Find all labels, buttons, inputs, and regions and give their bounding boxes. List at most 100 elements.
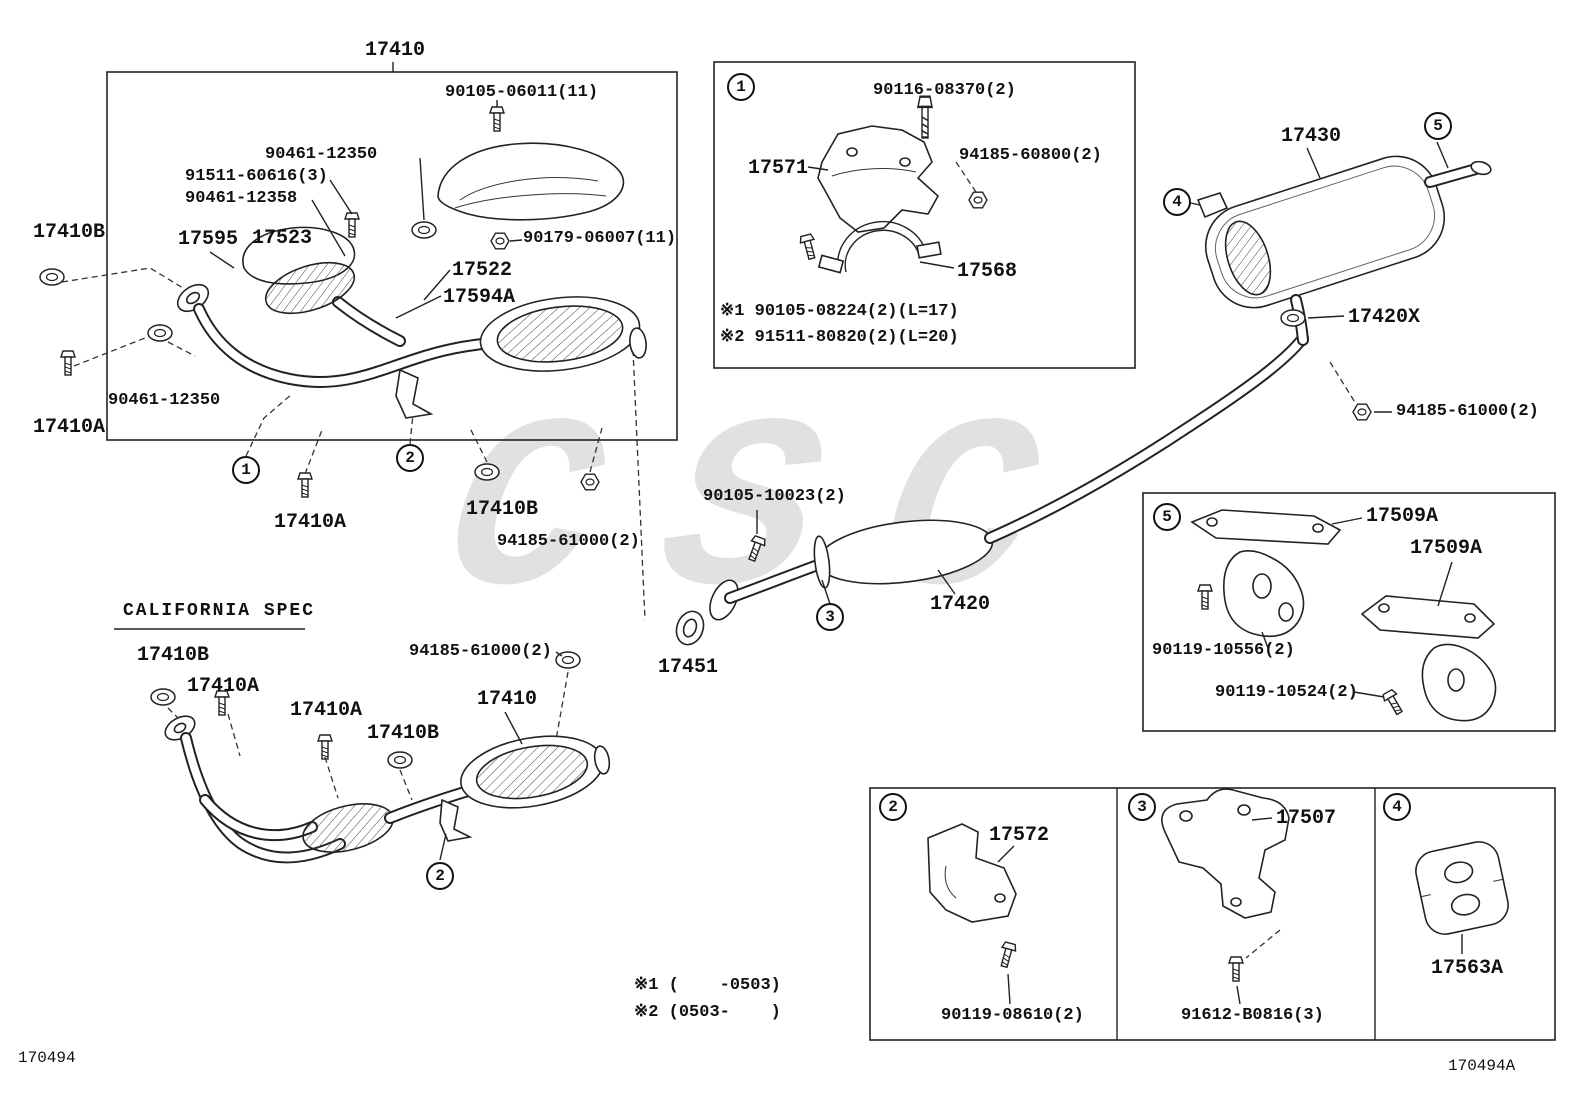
spec-note-2: ※2 (0503- ) bbox=[634, 1003, 781, 1022]
bolt-90105-06011 bbox=[489, 106, 505, 132]
bolt-90105-08224 bbox=[798, 232, 820, 262]
part-label-91511-60616: 91511-60616(3) bbox=[185, 167, 328, 186]
callout-circle-2-california: 2 bbox=[426, 862, 454, 890]
part-label-17420X: 17420X bbox=[1348, 306, 1421, 329]
part-label-17594A: 17594A bbox=[443, 286, 516, 309]
part-label-90105-06011: 90105-06011(11) bbox=[445, 83, 599, 102]
nut-90179-06007 bbox=[490, 232, 510, 250]
part-label-90179-06007: 90179-06007(11) bbox=[523, 229, 677, 248]
part-label-17507: 17507 bbox=[1276, 807, 1337, 830]
part-label-90461-12350-b: 90461-12350 bbox=[108, 391, 221, 410]
bolt-91612-B0816 bbox=[1228, 956, 1244, 982]
doc-code-right: 170494A bbox=[1448, 1057, 1516, 1075]
part-label-90119-10524: 90119-10524(2) bbox=[1215, 683, 1358, 702]
note-label-L17: ※1 90105-08224(2)(L=17) bbox=[720, 302, 959, 321]
part-label-17410B-d: 17410B bbox=[367, 722, 440, 745]
bolt-90119-10524 bbox=[1380, 688, 1407, 718]
part-label-17410A-c: 17410A bbox=[187, 675, 260, 698]
doc-code-left: 170494 bbox=[18, 1049, 76, 1067]
pipe-bracket-ca bbox=[439, 798, 473, 842]
bolt-91511-60616 bbox=[344, 212, 360, 238]
warmup-converter bbox=[264, 261, 356, 315]
part-label-17410A-d: 17410A bbox=[290, 699, 363, 722]
bracket-17507-drawing bbox=[1161, 788, 1290, 1005]
part-label-17410A-b: 17410A bbox=[274, 511, 347, 534]
bolt-90119-08610 bbox=[996, 940, 1018, 970]
callout-circle-5-box: 5 bbox=[1153, 503, 1181, 531]
part-label-17563A: 17563A bbox=[1431, 957, 1504, 980]
bracket-17572-drawing bbox=[927, 823, 1018, 1005]
main-muffler-drawing bbox=[1190, 141, 1492, 421]
heat-shield-upper bbox=[437, 142, 625, 221]
bolt-90105-10023 bbox=[744, 534, 768, 564]
grommet-17410B bbox=[39, 268, 65, 286]
gasket-17420X bbox=[1280, 309, 1306, 327]
part-label-17572: 17572 bbox=[989, 824, 1050, 847]
nut-94185-60800 bbox=[968, 191, 988, 209]
part-label-17522: 17522 bbox=[452, 259, 513, 282]
part-label-17420: 17420 bbox=[930, 593, 991, 616]
part-label-17571: 17571 bbox=[748, 157, 809, 180]
part-label-17509A-a: 17509A bbox=[1366, 505, 1439, 528]
gasket-90461-12350 bbox=[411, 221, 437, 239]
part-label-17410-california: 17410 bbox=[477, 688, 538, 711]
grommet-17410B-ca bbox=[150, 688, 176, 706]
spec-note-1: ※1 ( -0503) bbox=[634, 976, 781, 995]
muffler-hanger-pin bbox=[1196, 192, 1229, 219]
hanger-17563A-drawing bbox=[1415, 841, 1509, 954]
callout-circle-4-muffler: 4 bbox=[1163, 188, 1191, 216]
part-label-17410B-b: 17410B bbox=[466, 498, 539, 521]
nut-94185-61000 bbox=[580, 473, 600, 491]
callout-circle-4-box: 4 bbox=[1383, 793, 1411, 821]
callout-circle-2: 2 bbox=[396, 444, 424, 472]
part-label-90119-08610: 90119-08610(2) bbox=[941, 1006, 1084, 1025]
callout-circle-5-muffler: 5 bbox=[1424, 112, 1452, 140]
part-label-17430: 17430 bbox=[1281, 125, 1342, 148]
hanger-bracket-1-drawing bbox=[798, 95, 988, 274]
callout-circle-3-box: 3 bbox=[1128, 793, 1156, 821]
part-label-94185-60800: 94185-60800(2) bbox=[959, 146, 1102, 165]
grommet-17410B-mid bbox=[474, 463, 500, 481]
bolt-17410A-ca2 bbox=[317, 734, 333, 760]
part-label-17595: 17595 bbox=[178, 228, 239, 251]
part-label-90119-10556: 90119-10556(2) bbox=[1152, 641, 1295, 660]
callout-circle-3: 3 bbox=[816, 603, 844, 631]
center-pipe-flange bbox=[709, 579, 739, 621]
part-label-17410A-a: 17410A bbox=[33, 416, 106, 439]
center-pipe-assembly-drawing bbox=[675, 332, 1309, 646]
bolt-17410A bbox=[60, 350, 76, 376]
part-label-91612-B0816: 91612-B0816(3) bbox=[1181, 1006, 1324, 1025]
part-label-17410B-a: 17410B bbox=[33, 221, 106, 244]
callout-circle-1-box: 1 bbox=[727, 73, 755, 101]
part-label-17509A-b: 17509A bbox=[1410, 537, 1483, 560]
grommet-17410B-ca2 bbox=[387, 751, 413, 769]
part-label-94185-61000-b: 94185-61000(2) bbox=[1396, 402, 1539, 421]
callout-circle-2-box: 2 bbox=[879, 793, 907, 821]
gasket-17451 bbox=[675, 610, 705, 646]
pipe-bracket bbox=[395, 368, 434, 419]
catalytic-converter-ca bbox=[460, 735, 611, 809]
part-label-94185-61000-a: 94185-61000(2) bbox=[497, 532, 640, 551]
front-pipe-assembly-drawing bbox=[39, 100, 647, 621]
part-label-90461-12350-a: 90461-12350 bbox=[265, 145, 378, 164]
part-label-94185-61000-c: 94185-61000(2) bbox=[409, 642, 552, 661]
resonator bbox=[816, 519, 994, 585]
bolt-90119-10556 bbox=[1197, 584, 1213, 610]
bracket-17571 bbox=[817, 125, 940, 233]
part-label-17410B-c: 17410B bbox=[137, 644, 210, 667]
part-label-90116-08370: 90116-08370(2) bbox=[873, 81, 1016, 100]
note-label-L20: ※2 91511-80820(2)(L=20) bbox=[720, 328, 959, 347]
part-label-17410-main: 17410 bbox=[365, 39, 426, 62]
part-label-90461-12358: 90461-12358 bbox=[185, 189, 298, 208]
bolt-90116-08370 bbox=[916, 95, 934, 139]
frame-boxes bbox=[106, 61, 1556, 1041]
part-label-17451: 17451 bbox=[658, 656, 719, 679]
nut-94185-61000-r bbox=[1352, 403, 1372, 421]
main-catalytic-converter bbox=[479, 296, 647, 372]
part-label-90105-10023: 90105-10023(2) bbox=[703, 487, 846, 506]
part-label-17568: 17568 bbox=[957, 260, 1018, 283]
callout-circle-1: 1 bbox=[232, 456, 260, 484]
bolt-17410A-mid bbox=[297, 472, 313, 498]
